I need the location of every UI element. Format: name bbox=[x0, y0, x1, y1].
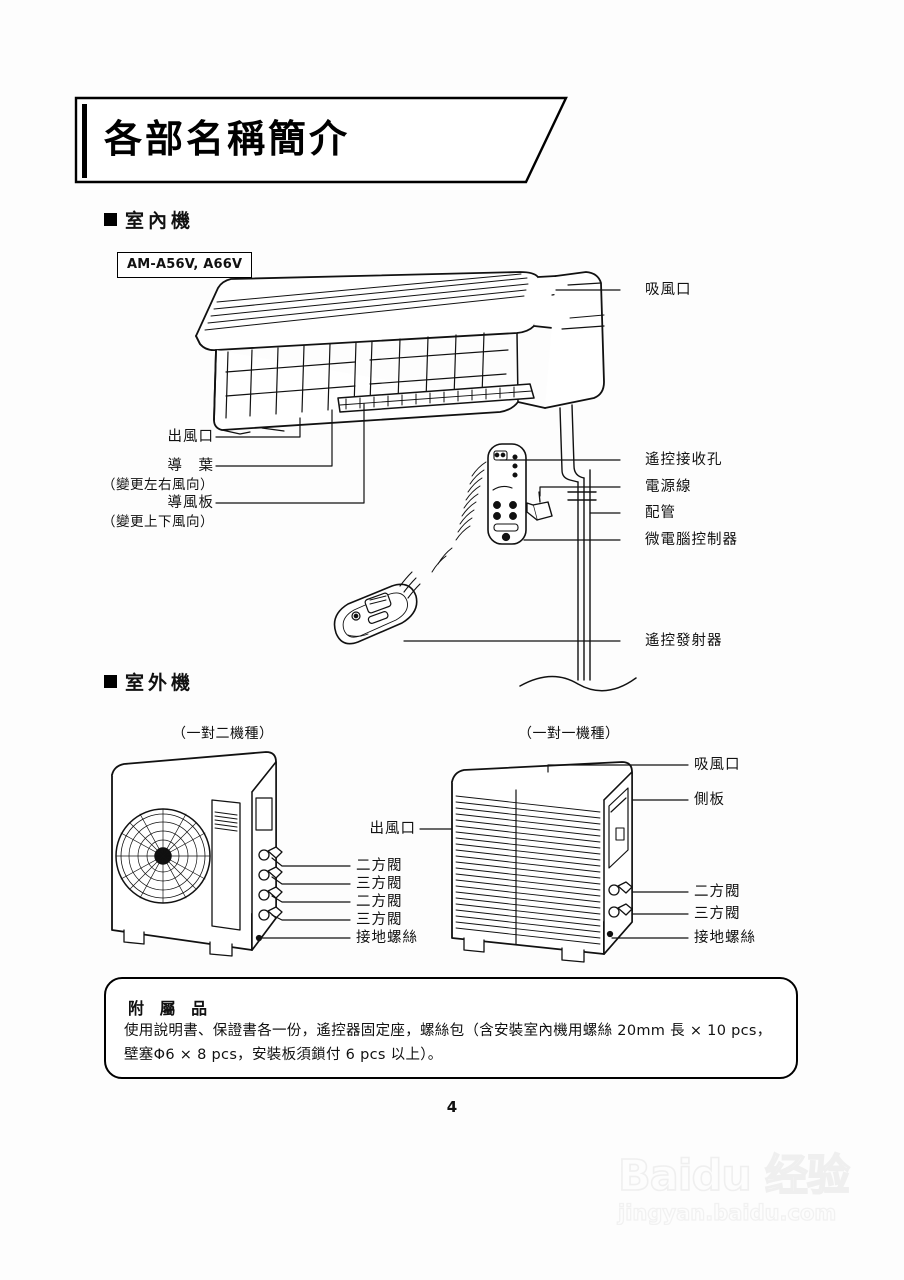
callout-outdoor-right-air-intake: 吸風口 bbox=[694, 757, 741, 773]
callout-outdoor-left-ground-screw: 接地螺絲 bbox=[356, 930, 418, 946]
callout-indoor-power-cord: 電源線 bbox=[645, 479, 692, 495]
callout-outdoor-left-two-way-valve-1: 二方閥 bbox=[356, 858, 403, 874]
outdoor-unit-right-drawing bbox=[451, 761, 633, 963]
leader-lines-indoor bbox=[215, 289, 621, 642]
callout-indoor-remote-receiver: 遙控接收孔 bbox=[645, 452, 723, 468]
remote-transmitter-drawing bbox=[333, 571, 421, 645]
callout-indoor-guide-louver: 導風板 bbox=[167, 495, 214, 511]
accessories-title: 附 屬 品 bbox=[128, 999, 213, 1018]
callout-outdoor-right-three-way-valve: 三方閥 bbox=[694, 906, 741, 922]
callout-indoor-guide-vane: 導 葉 bbox=[167, 458, 214, 474]
watermark-secondary: jingyan.baidu.com bbox=[617, 1200, 837, 1225]
callout-outdoor-left-three-way-valve-2: 三方閥 bbox=[356, 912, 403, 928]
bullet-square-icon-outdoor bbox=[104, 675, 117, 688]
page-title-banner: 各部名稱簡介 bbox=[74, 96, 570, 184]
leader-lines-outdoor bbox=[261, 764, 689, 939]
callout-outdoor-left-two-way-valve-2: 二方閥 bbox=[356, 894, 403, 910]
accessories-box bbox=[104, 977, 798, 1079]
callout-indoor-air-intake: 吸風口 bbox=[645, 282, 692, 298]
caption-outdoor-left: （一對二機種） bbox=[172, 726, 274, 742]
callout-indoor-remote-transmitter: 遙控發射器 bbox=[645, 633, 723, 649]
callout-outdoor-right-two-way-valve: 二方閥 bbox=[694, 884, 741, 900]
section-header-outdoor-label: 室外機 bbox=[125, 672, 195, 694]
callout-indoor-guide-louver-note: （變更上下風向） bbox=[102, 514, 214, 530]
accessories-body: 使用說明書、保證書各一份，遙控器固定座，螺絲包（含安裝室內機用螺絲 20mm 長… bbox=[124, 1023, 772, 1063]
callout-outdoor-right-ground-screw: 接地螺絲 bbox=[694, 930, 756, 946]
outdoor-unit-left-drawing bbox=[111, 751, 283, 957]
section-header-outdoor: 室外機 bbox=[104, 668, 194, 695]
piping-drawing bbox=[519, 404, 637, 692]
callout-indoor-piping: 配管 bbox=[645, 505, 676, 521]
section-header-indoor-label: 室內機 bbox=[125, 210, 195, 232]
callout-indoor-microcomputer-controller: 微電腦控制器 bbox=[645, 532, 738, 548]
bullet-square-icon bbox=[104, 213, 117, 226]
callout-outdoor-right-side-panel: 側板 bbox=[694, 792, 725, 808]
callout-outdoor-right-air-outlet: 出風口 bbox=[369, 821, 416, 837]
callout-indoor-air-outlet: 出風口 bbox=[167, 429, 214, 445]
watermark-primary: Baidu 经验 bbox=[617, 1151, 851, 1201]
section-header-indoor: 室內機 bbox=[104, 206, 194, 233]
page-number: 4 bbox=[446, 1098, 458, 1116]
controller-panel-drawing bbox=[431, 443, 553, 573]
watermark: Baidu 经验 jingyan.baidu.com bbox=[617, 1151, 888, 1248]
page-title: 各部名稱簡介 bbox=[104, 117, 351, 161]
callout-outdoor-left-three-way-valve-1: 三方閥 bbox=[356, 876, 403, 892]
indoor-unit-drawing bbox=[195, 271, 605, 435]
caption-outdoor-right: （一對一機種） bbox=[518, 726, 620, 742]
model-tag-indoor: AM-A56V, A66V bbox=[117, 252, 253, 278]
callout-indoor-guide-vane-note: （變更左右風向） bbox=[102, 477, 214, 493]
